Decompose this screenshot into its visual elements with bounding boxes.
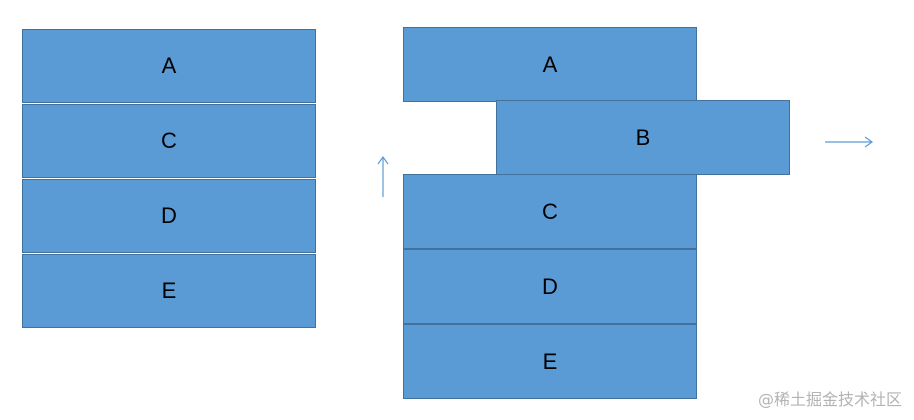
left-box-e: E — [22, 254, 316, 328]
right-box-e: E — [403, 324, 697, 399]
up-arrow-icon — [377, 155, 389, 197]
right-arrow-icon — [825, 136, 874, 148]
watermark-text: @稀土掘金技术社区 — [757, 390, 902, 409]
left-box-a: A — [22, 29, 316, 103]
right-box-b: B — [496, 100, 790, 175]
right-box-d: D — [403, 249, 697, 324]
left-box-d: D — [22, 179, 316, 253]
left-box-c: C — [22, 104, 316, 178]
right-box-c: C — [403, 174, 697, 249]
right-box-a: A — [403, 27, 697, 102]
